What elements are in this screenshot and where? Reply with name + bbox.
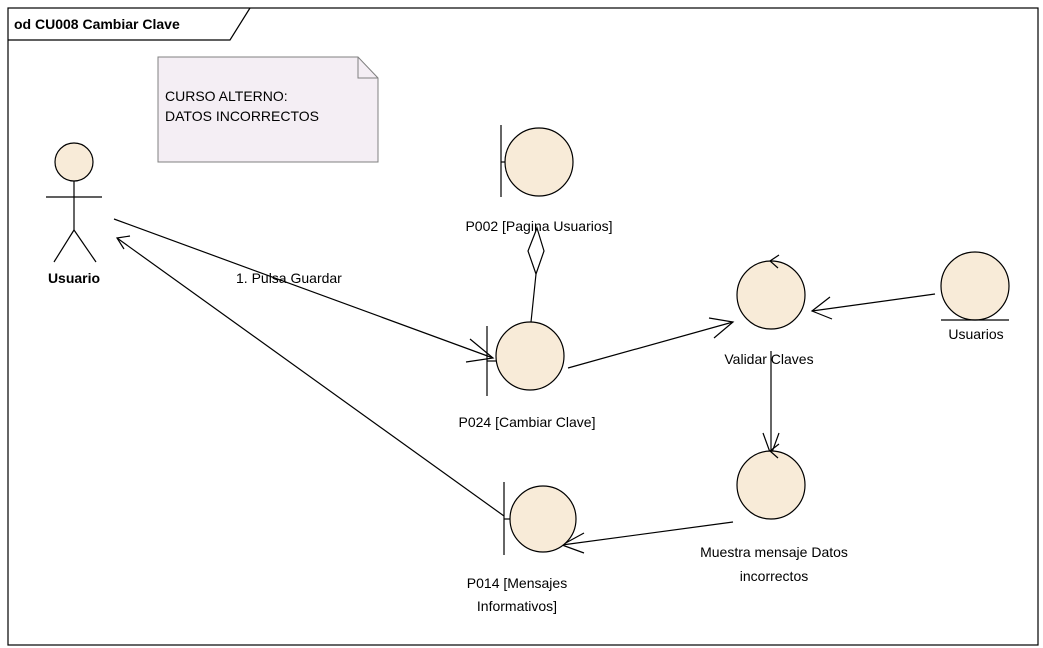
link-muestra-mensajes: [561, 521, 734, 546]
link-aggregation: [530, 273, 537, 323]
link-cambiar-validar: [567, 321, 734, 369]
boundary-pagina-usuarios[interactable]: [500, 125, 574, 197]
control-circle: [736, 260, 806, 330]
control-muestra-mensaje[interactable]: [736, 443, 806, 520]
arrow-head-validar: [708, 317, 735, 339]
frame-tab: [8, 7, 251, 41]
link-usuarios-validar: [811, 293, 936, 312]
control-circle: [736, 450, 806, 520]
diagram-title: od CU008 Cambiar Clave: [14, 16, 180, 32]
control-arrow: [769, 443, 780, 459]
arrow-head-usuario: [116, 235, 131, 250]
control-label-muestra-1: Muestra mensaje Datos: [700, 544, 848, 560]
message-pulsa-guardar: 1. Pulsa Guardar: [236, 270, 342, 286]
boundary-mensajes[interactable]: [503, 482, 577, 555]
link-usuario-cambiar-clave: [113, 218, 494, 359]
note[interactable]: CURSO ALTERNO: DATOS INCORRECTOS: [157, 56, 379, 163]
control-label-muestra-2: incorrectos: [740, 568, 808, 584]
actor-left-leg: [53, 229, 75, 263]
actor-label: Usuario: [48, 270, 100, 286]
boundary-label-cambiar-clave: P024 [Cambiar Clave]: [459, 414, 596, 430]
control-label-validar: Validar Claves: [724, 351, 813, 367]
control-validar-claves[interactable]: [736, 254, 806, 330]
arrow-head-cambiar-clave: [465, 338, 495, 363]
actor-head: [54, 142, 94, 182]
boundary-label-pagina-usuarios: P002 [Pagina Usuarios]: [465, 218, 612, 234]
aggregation-diamond: [527, 226, 545, 276]
boundary-circle: [509, 485, 577, 553]
actor-usuario[interactable]: [46, 142, 102, 263]
link-mensajes-usuario: [116, 237, 505, 517]
boundary-label-mensajes-2: Informativos]: [477, 598, 557, 614]
boundary-circle: [495, 321, 565, 391]
boundary-cambiar-clave[interactable]: [486, 321, 565, 396]
entity-usuarios[interactable]: [940, 251, 1010, 321]
entity-label-usuarios: Usuarios: [948, 326, 1003, 342]
boundary-label-mensajes-1: P014 [Mensajes: [467, 575, 567, 591]
note-line-2: DATOS INCORRECTOS: [165, 108, 319, 124]
boundary-circle: [504, 127, 574, 197]
arrow-head-from-usuarios: [810, 296, 833, 320]
note-line-1: CURSO ALTERNO:: [165, 88, 288, 104]
entity-circle: [940, 251, 1010, 321]
actor-right-leg: [73, 229, 97, 263]
control-arrow: [769, 254, 780, 269]
